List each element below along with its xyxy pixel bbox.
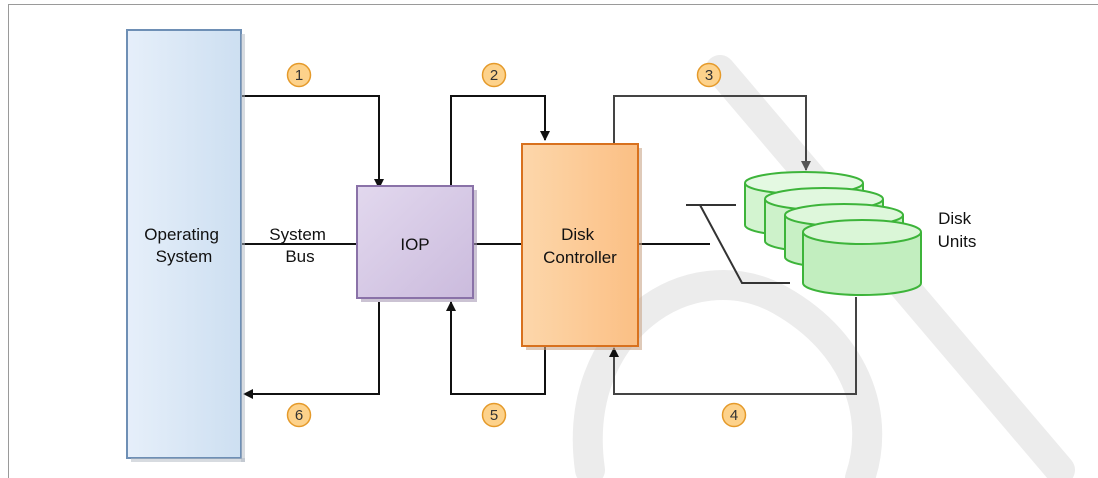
connectors <box>241 95 857 399</box>
disk-controller-node: Disk Controller <box>521 143 642 350</box>
disk-units-label-line-1: Disk <box>938 209 972 228</box>
disk-units-label: Disk Units <box>938 209 977 251</box>
arrow-step-5 <box>446 301 546 395</box>
arrow-step-2 <box>450 95 550 186</box>
step-badge-4: 4 <box>721 402 747 428</box>
system-bus-label: System Bus <box>269 225 330 266</box>
arrow-step-6 <box>243 302 380 399</box>
step-badge-5: 5 <box>481 402 507 428</box>
arrow-step-4 <box>609 297 857 395</box>
operating-system-node: Operating System <box>126 29 245 462</box>
arrow-step-1 <box>241 95 384 189</box>
iop-label: IOP <box>400 235 429 254</box>
step-badge-1-label: 1 <box>295 67 303 84</box>
iop-node: IOP <box>356 185 477 302</box>
step-badge-2-label: 2 <box>490 67 498 84</box>
step-badge-2: 2 <box>481 62 507 88</box>
svg-text:Disk Controller: Disk Controller <box>543 225 617 267</box>
step-badge-3: 3 <box>696 62 722 88</box>
disk-units-label-line-2: Units <box>938 232 977 251</box>
svg-text:Operating System: Operating System <box>144 225 223 266</box>
system-bus-label-line-1: System <box>269 225 326 244</box>
disk-controller-label-line-2: Controller <box>543 248 617 267</box>
step-badge-6: 6 <box>286 402 312 428</box>
step-badge-1: 1 <box>286 62 312 88</box>
step-badge-4-label: 4 <box>730 407 738 424</box>
operating-system-label-line-2: System <box>156 247 213 266</box>
step-badge-3-label: 3 <box>705 67 713 84</box>
system-bus-label-line-2: Bus <box>285 247 314 266</box>
step-badge-6-label: 6 <box>295 407 303 424</box>
disk-controller-label-line-1: Disk <box>561 225 595 244</box>
step-badge-5-label: 5 <box>490 407 498 424</box>
disk-fan-line-diagonal <box>699 204 790 284</box>
disk-cylinder-4-icon <box>802 219 922 296</box>
arrow-step-3 <box>613 95 811 171</box>
operating-system-label-line-1: Operating <box>144 225 219 244</box>
disk-units-node <box>744 171 922 296</box>
